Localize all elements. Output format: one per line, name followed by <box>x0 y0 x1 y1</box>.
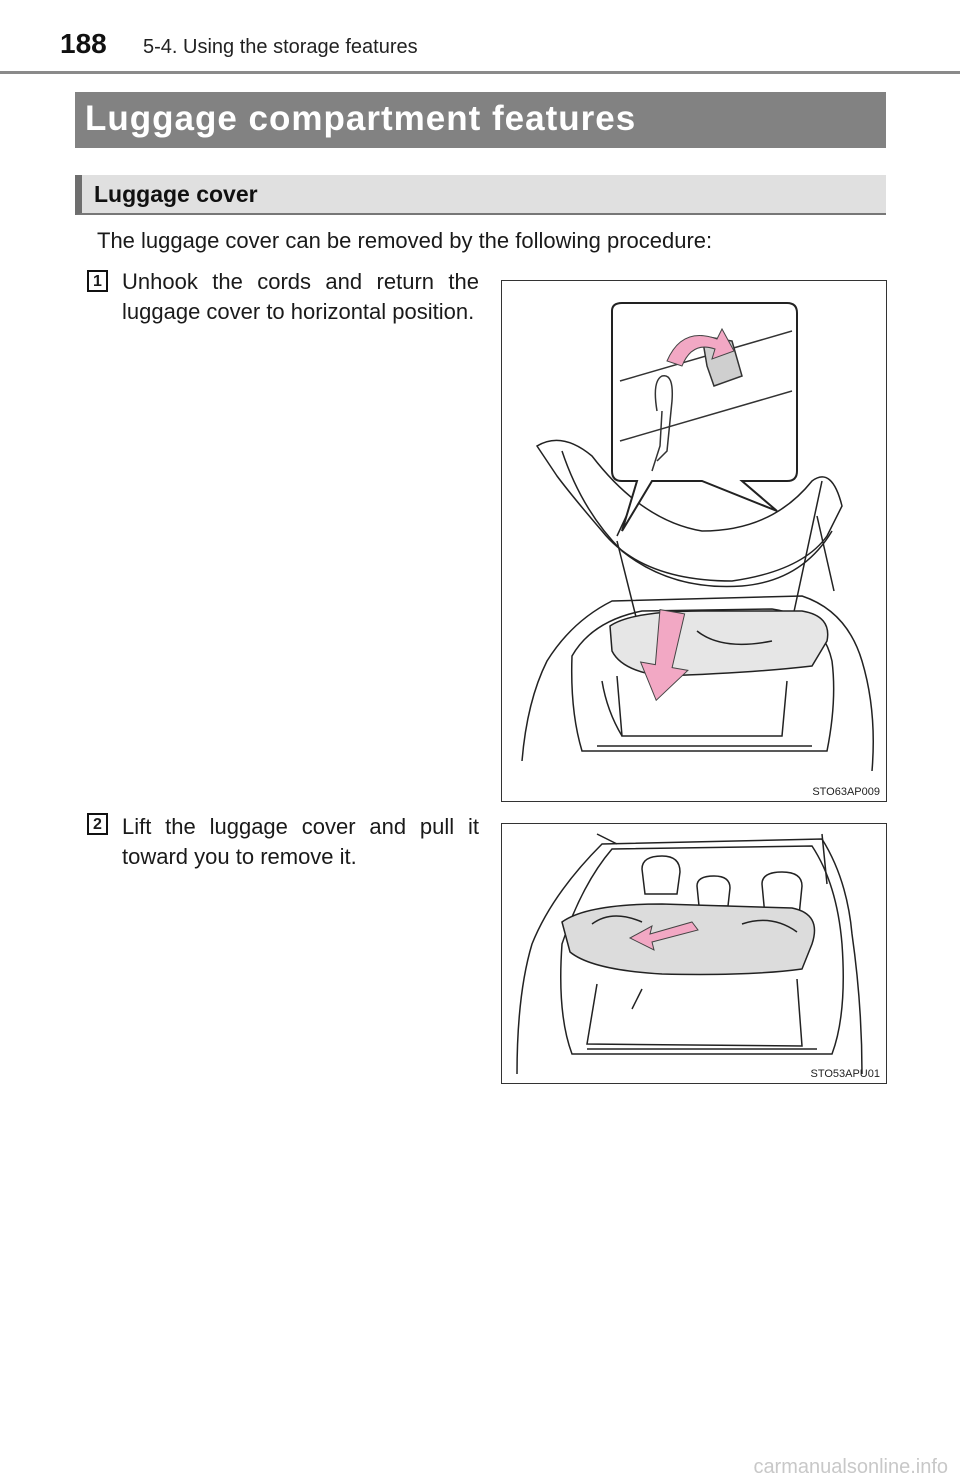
step-1-badge: 1 <box>87 270 108 292</box>
down-arrow-icon <box>639 609 689 702</box>
page-title-bar: Luggage compartment features <box>75 92 886 148</box>
subsection-title: Luggage cover <box>94 181 258 207</box>
step-1-text: Unhook the cords and return the luggage … <box>122 269 479 324</box>
hatch-cords-illustration <box>521 302 874 772</box>
page-title: Luggage compartment features <box>85 99 637 138</box>
watermark: carmanualsonline.info <box>753 1456 948 1478</box>
page-number: 188 <box>60 28 107 59</box>
header-divider <box>0 71 960 74</box>
intro-text: The luggage cover can be removed by the … <box>97 228 713 253</box>
figure-code-1: STO63AP009 <box>812 786 880 798</box>
figure-code-2: STO53APU01 <box>810 1068 880 1080</box>
curved-arrow-icon <box>666 327 735 367</box>
step-2-text: Lift the luggage cover and pull it towar… <box>122 814 479 869</box>
figure-step-1: STO63AP009 <box>501 280 887 802</box>
remove-cover-illustration <box>516 833 863 1075</box>
figure-step-2: STO53APU01 <box>501 823 887 1084</box>
section-title: 5-4. Using the storage features <box>143 36 418 58</box>
pull-arrow-icon <box>628 921 699 951</box>
subsection-bar: Luggage cover <box>75 175 886 215</box>
page-header: 188 5-4. Using the storage features <box>0 0 960 76</box>
step-2-badge: 2 <box>87 813 108 835</box>
